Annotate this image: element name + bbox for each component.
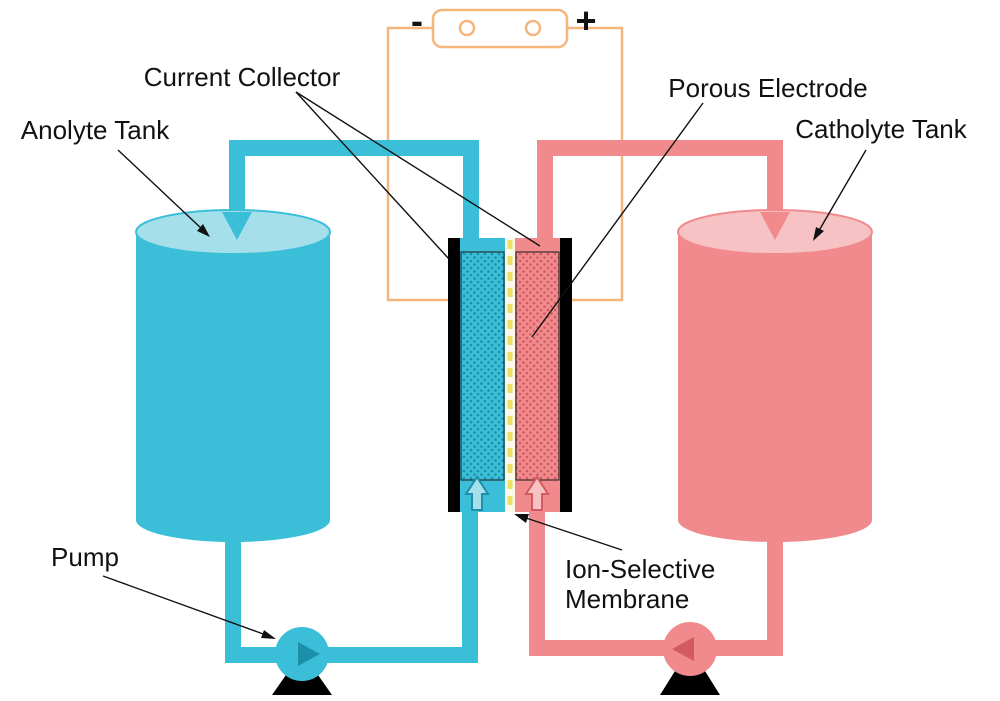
anolyte-tank-pointer: [117, 149, 204, 231]
catholyte-flow-up-arrow-icon: [524, 475, 550, 511]
circuit-wire-right: [567, 26, 624, 302]
negative-terminal-label: -: [411, 0, 423, 41]
membrane-label-line1: Ion-Selective: [565, 554, 715, 584]
positive-current-collector: [560, 238, 572, 512]
catholyte-tank-pointer: [816, 149, 867, 235]
labels: - + Current Collector Porous Electrode A…: [21, 0, 968, 614]
positive-porous-electrode: [515, 251, 560, 481]
tanks: [135, 209, 873, 542]
anolyte-inlet-arrow-icon: [222, 212, 252, 240]
pipes: [225, 140, 783, 663]
anolyte-flow-up-arrow-icon: [464, 475, 490, 511]
pump-pointer: [102, 575, 267, 636]
power-source-terminal-right: [524, 19, 542, 37]
membrane-pointer: [522, 516, 623, 551]
positive-terminal-label: +: [575, 0, 596, 41]
anolyte-tank-body: [136, 232, 330, 542]
power-source-terminal-left: [458, 19, 476, 37]
current-collector-pointer-right: [295, 91, 541, 247]
pumps: [272, 622, 720, 695]
anolyte-tank-pointer-head: [197, 224, 210, 237]
membrane-label-line2: Membrane: [565, 584, 689, 614]
catholyte-inlet-arrow-icon: [760, 212, 790, 240]
negative-porous-electrode: [460, 251, 505, 481]
left-pump-flow-arrow-icon: [298, 642, 320, 666]
current-collector-label: Current Collector: [144, 62, 341, 92]
negative-current-collector: [448, 238, 460, 512]
pump-label: Pump: [51, 542, 119, 572]
anolyte-pipe-bottom: [225, 512, 478, 663]
catholyte-pipe-bottom: [529, 512, 783, 656]
pointer-lines: [102, 91, 867, 639]
catholyte-tank-body: [678, 232, 872, 542]
anolyte-pipe-top: [229, 140, 479, 250]
catholyte-tank-pointer-head: [813, 227, 824, 241]
power-source-box: [431, 8, 569, 49]
right-pump-flow-arrow-icon: [672, 637, 694, 661]
pump-pointer-head: [261, 630, 276, 639]
current-collector-pointer-left: [295, 91, 450, 260]
catholyte-tank-label: Catholyte Tank: [795, 114, 968, 144]
porous-electrode-pointer: [531, 102, 704, 338]
circuit-wire-left: [386, 26, 450, 302]
catholyte-pipe-top: [537, 140, 783, 250]
membrane-pointer-head: [514, 514, 529, 523]
porous-electrode-label: Porous Electrode: [668, 73, 867, 103]
cell: [448, 238, 572, 512]
anolyte-tank-label: Anolyte Tank: [21, 115, 170, 145]
external-circuit: [386, 8, 624, 302]
